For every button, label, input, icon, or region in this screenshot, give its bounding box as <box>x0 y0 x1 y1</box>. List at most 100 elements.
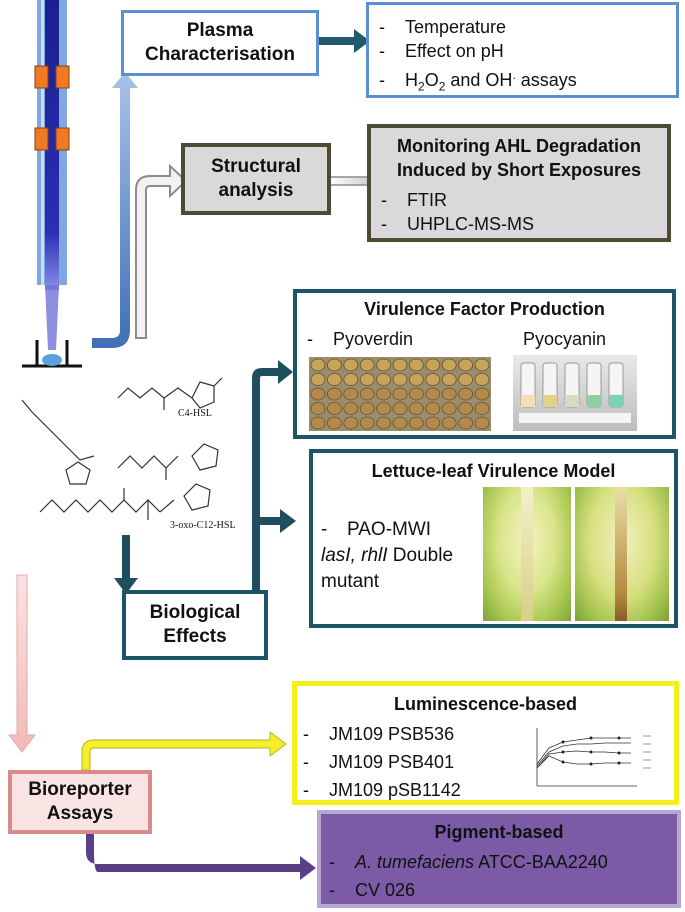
lettuce-mutant-line3: mutant <box>321 571 380 592</box>
luminescence-item-psb536: -JM109 PSB536 <box>303 724 455 744</box>
plate-well <box>458 387 474 401</box>
plate-well <box>392 387 408 401</box>
structural-title-line2: analysis <box>218 180 294 201</box>
plate-well <box>359 387 375 401</box>
lettuce-leaf-box: Lettuce-leaf Virulence Model -PAO-MWI la… <box>309 449 678 628</box>
plate-well <box>359 373 375 386</box>
luminescence-box: Luminescence-based -JM109 PSB536 -JM109 … <box>292 681 679 805</box>
plate-well <box>376 373 391 386</box>
pyocyanin-tubes-image <box>513 355 637 431</box>
plate-well <box>409 373 424 386</box>
plate-well <box>441 358 457 372</box>
plate-well <box>326 373 342 386</box>
biological-line1: Biological <box>149 602 241 623</box>
structural-title-line1: Structural <box>211 156 301 177</box>
structural-analysis-box: Structural analysis <box>181 143 331 215</box>
pyoverdin-label: -Pyoverdin <box>307 329 414 349</box>
plasma-jet-illustration <box>22 0 82 368</box>
monitoring-box: Monitoring AHL Degradation Induced by Sh… <box>367 124 671 242</box>
arrow-to-structural <box>135 163 188 339</box>
plate-well <box>474 402 490 415</box>
plate-well <box>474 373 490 386</box>
plate-well <box>392 373 408 386</box>
luminescence-title: Luminescence-based <box>393 694 578 714</box>
plate-well <box>474 358 490 372</box>
plate-well <box>310 373 326 386</box>
plate-well <box>409 387 424 401</box>
bioreporter-assays-box: Bioreporter Assays <box>8 770 152 834</box>
arrow-plasma-to-list <box>318 29 370 53</box>
plasma-item-temperature: -Temperature <box>379 17 507 37</box>
plate-well <box>409 416 424 430</box>
plate-well <box>343 387 359 401</box>
pigment-box: Pigment-based -A. tumefaciens ATCC-BAA22… <box>317 810 681 908</box>
arrow-to-biological <box>114 535 138 594</box>
plate-well <box>474 416 490 430</box>
plate-well <box>409 402 424 415</box>
plate-well <box>326 387 342 401</box>
plate-well <box>441 373 457 386</box>
plate-well <box>310 402 326 415</box>
plasma-title-line2: Characterisation <box>145 44 295 65</box>
plate-well <box>343 358 359 372</box>
plate-well <box>326 358 342 372</box>
plate-well <box>441 387 457 401</box>
pigment-item-cv026: -CV 026 <box>329 880 416 900</box>
plate-well <box>326 402 342 415</box>
arrow-to-luminescence <box>81 731 287 771</box>
arrow-to-bioreporter <box>7 574 37 753</box>
plate-well <box>458 402 474 415</box>
plate-well <box>310 387 326 401</box>
chem-label-c4: C4-HSL <box>178 408 212 419</box>
monitoring-title-line1: Monitoring AHL Degradation <box>397 136 641 156</box>
arrow-to-lettuce <box>260 509 296 533</box>
plasma-title-line1: Plasma <box>186 20 254 41</box>
biological-line2: Effects <box>163 626 227 647</box>
plate-well <box>343 402 359 415</box>
lettuce-leaf-image-left <box>483 487 571 621</box>
monitoring-item-uhplc: -UHPLC-MS-MS <box>381 214 535 234</box>
lettuce-strain: -PAO-MWI <box>321 519 432 540</box>
plate-well <box>425 416 441 430</box>
plate-well <box>376 358 391 372</box>
lettuce-mutant: lasI, rhlI Double <box>321 545 454 566</box>
lettuce-leaf-image-right <box>575 487 669 621</box>
plate-well <box>458 358 474 372</box>
plate-well <box>392 416 408 430</box>
biological-effects-box: Biological Effects <box>122 590 268 660</box>
pyoverdin-plate-image <box>309 357 491 431</box>
plate-well <box>359 358 375 372</box>
arrow-to-pigment <box>86 832 316 880</box>
plate-well <box>376 416 391 430</box>
chem-label-c12: 3-oxo-C12-HSL <box>170 520 236 531</box>
virulence-factor-box: Virulence Factor Production -Pyoverdin P… <box>293 289 676 439</box>
plate-well <box>326 416 342 430</box>
virulence-title: Virulence Factor Production <box>364 299 605 319</box>
plate-well <box>425 387 441 401</box>
plate-well <box>310 358 326 372</box>
monitoring-title-line2: Induced by Short Exposures <box>396 160 642 180</box>
plasma-characterisation-box: Plasma Characterisation <box>121 10 319 76</box>
pyocyanin-label: Pyocyanin <box>523 329 607 349</box>
plate-well <box>310 416 326 430</box>
plate-well <box>425 358 441 372</box>
plate-well <box>343 416 359 430</box>
plasma-item-assays: -H2O2 and OH. assays <box>379 68 577 94</box>
plate-well <box>474 387 490 401</box>
plate-well <box>392 358 408 372</box>
plate-well <box>458 373 474 386</box>
plate-well <box>376 402 391 415</box>
plate-well <box>425 402 441 415</box>
bioreporter-line1: Bioreporter <box>28 779 132 800</box>
plate-well <box>441 416 457 430</box>
arrow-to-plasma <box>92 72 138 348</box>
luminescence-item-psb401: -JM109 PSB401 <box>303 752 455 772</box>
plate-well <box>409 358 424 372</box>
plate-well <box>359 402 375 415</box>
plate-well <box>376 387 391 401</box>
lettuce-title: Lettuce-leaf Virulence Model <box>371 461 616 481</box>
arrow-to-virulence <box>252 360 293 590</box>
bioreporter-line2: Assays <box>46 803 114 824</box>
pigment-item-tumefaciens: -A. tumefaciens ATCC-BAA2240 <box>329 852 608 872</box>
